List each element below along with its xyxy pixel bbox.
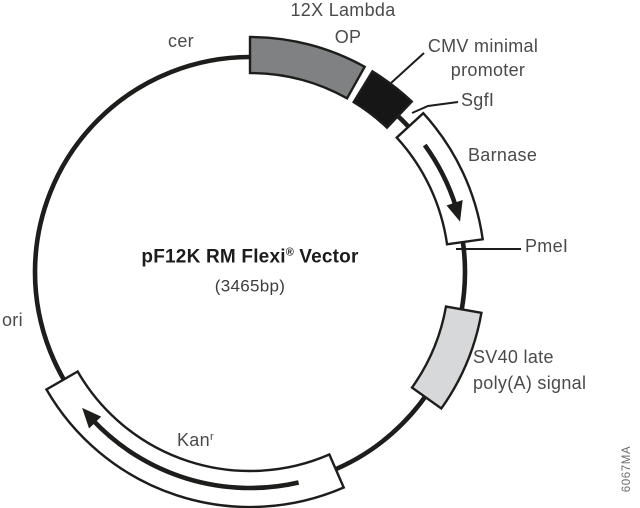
label-12x-lambda-line2: OP — [334, 27, 362, 47]
plasmid-size: (3465bp) — [214, 276, 286, 296]
kan-label-base: Kan — [177, 430, 210, 450]
segment-gap-0 — [347, 66, 373, 103]
label-sv40-line2: poly(A) signal — [473, 373, 587, 393]
arrowhead-barnase — [446, 200, 463, 222]
plasmid-title: pF12K RM Flexi® Vector — [141, 246, 359, 268]
label-cmv-line1: CMV minimal — [427, 36, 539, 56]
sgfi-leader — [411, 101, 459, 114]
label-cmv-line2: promoter — [450, 60, 526, 80]
title-text-suffix: Vector — [293, 246, 359, 268]
arrow-shaft-kan-r — [90, 418, 300, 491]
arrowhead-kan-r — [82, 407, 102, 429]
label-ori: ori — [2, 310, 23, 330]
arrow-shaft-barnase — [422, 143, 458, 208]
label-sgfi-site: SgfI — [461, 90, 495, 110]
label-sv40-line1: SV40 late — [473, 347, 554, 367]
segment-cmv-minimal-promoter — [352, 69, 414, 130]
segment-kan-r — [44, 369, 346, 508]
segment-sv40-late-polya-signal — [410, 305, 483, 411]
label-barnase: Barnase — [468, 145, 538, 165]
segment-barnase — [395, 111, 485, 246]
title-text: pF12K RM Flexi — [141, 246, 286, 268]
label-pmei-site: PmeI — [525, 236, 569, 256]
label-kan-resistance: Kanr — [177, 431, 214, 449]
registered-trademark-symbol: ® — [285, 246, 294, 259]
label-cer: cer — [168, 31, 194, 51]
label-12x-lambda-line1: 12X Lambda — [290, 0, 396, 20]
segment-12x-lambda-op — [248, 35, 367, 100]
cmv-leader — [390, 52, 425, 84]
figure-number-watermark: 6067MA — [621, 445, 633, 493]
kan-label-superscript: r — [209, 431, 214, 443]
